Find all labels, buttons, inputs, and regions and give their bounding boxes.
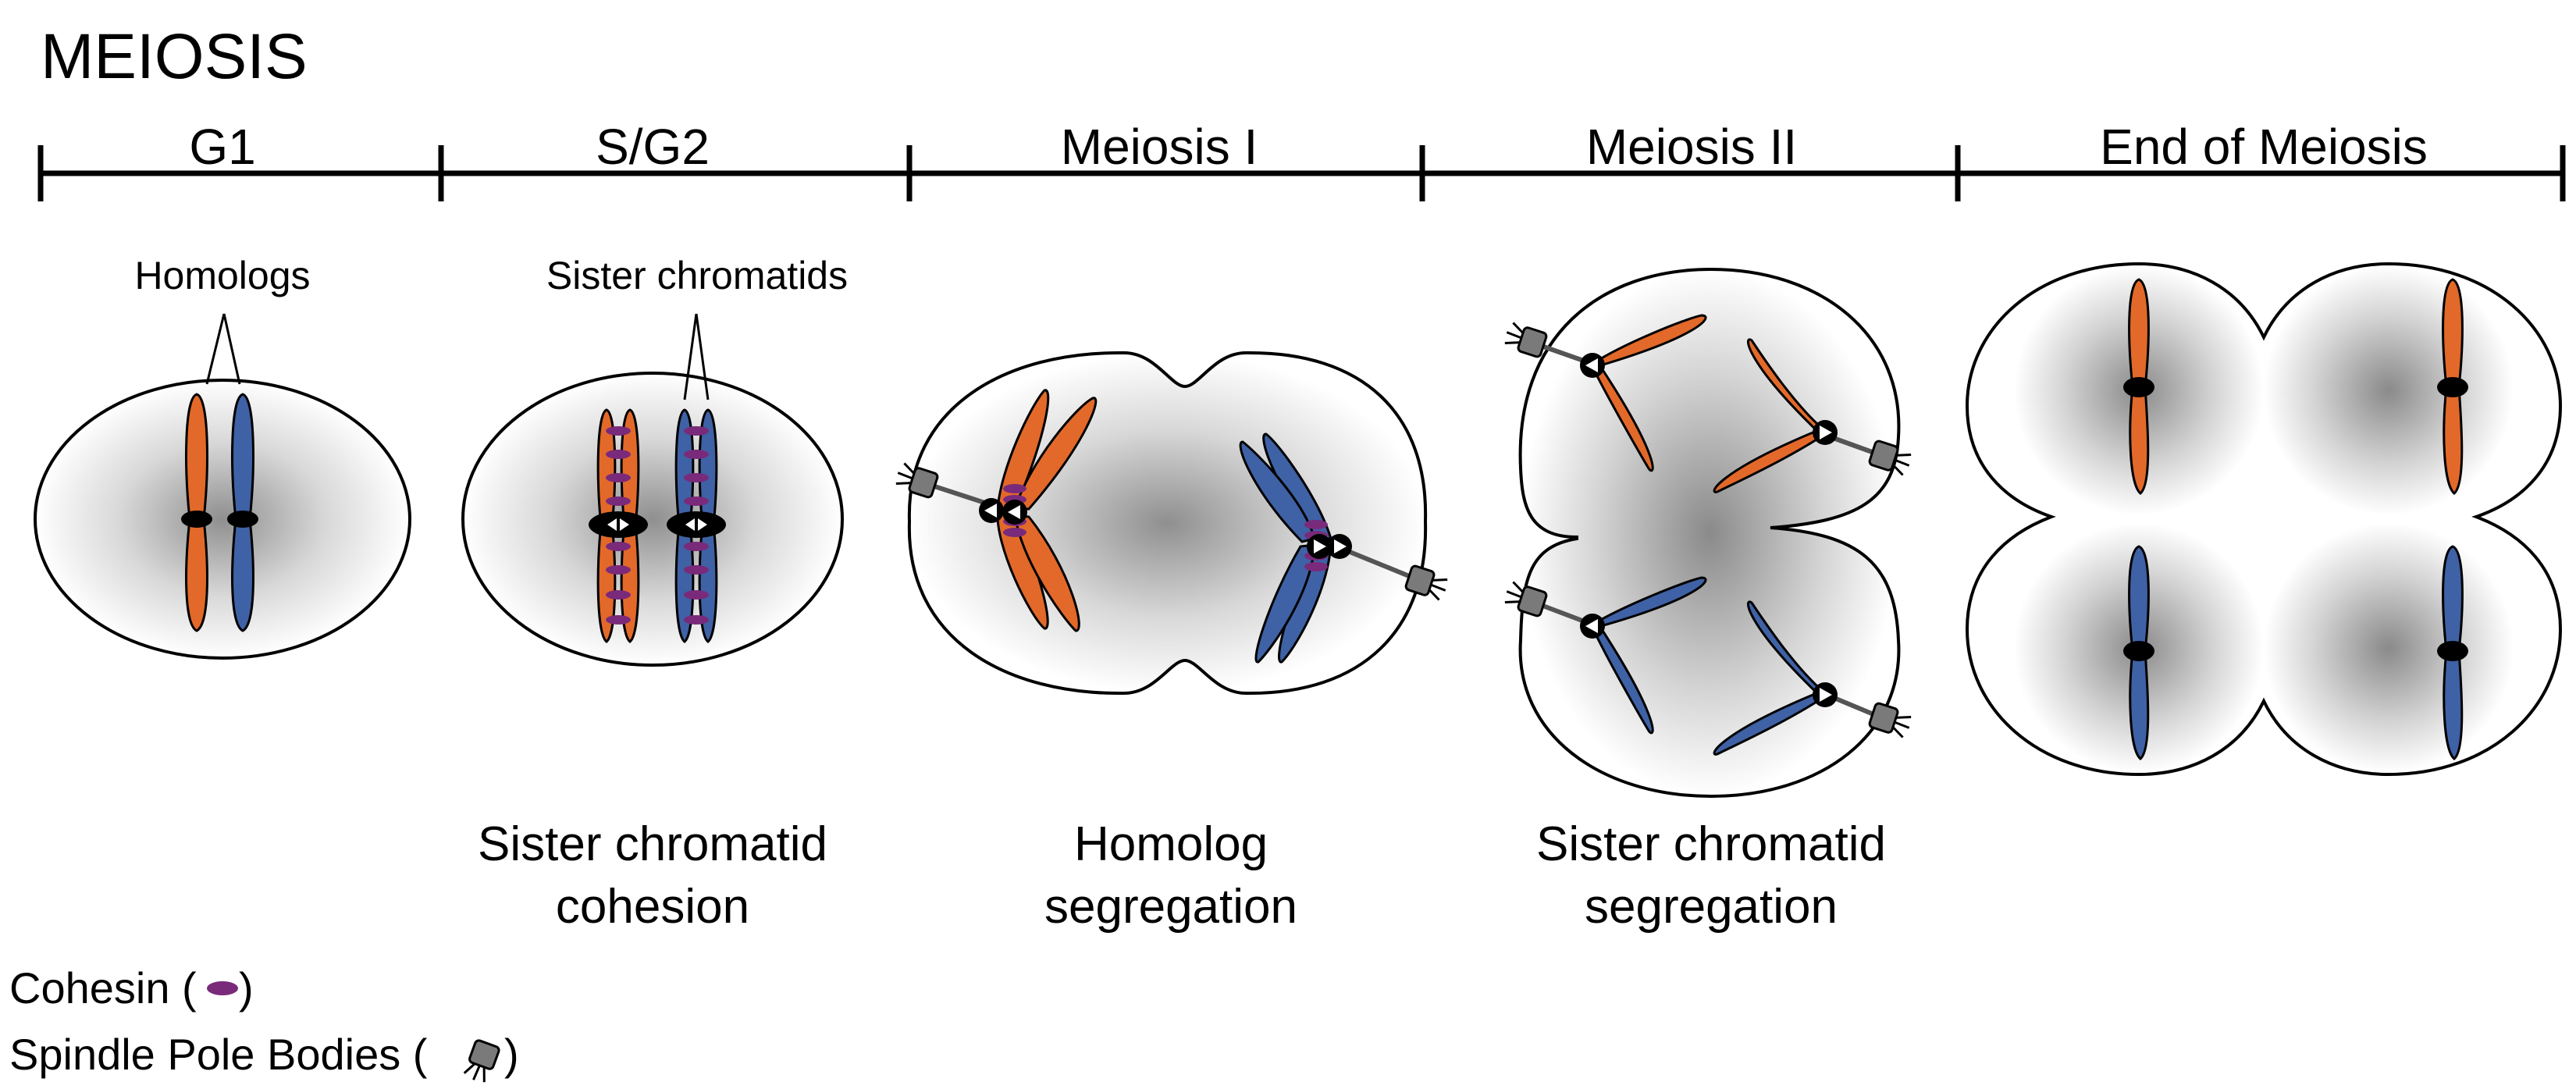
caption-meiosis1-line1: Homolog xyxy=(1074,817,1268,871)
caption-sg2-line2: cohesion xyxy=(556,880,749,934)
meiosis-1-cell xyxy=(892,351,1451,696)
sg2-cell xyxy=(461,372,844,667)
cohesin-marks xyxy=(606,426,709,625)
stage-label-end-of-meiosis: End of Meiosis xyxy=(2100,119,2428,175)
kinetochores xyxy=(589,511,726,538)
timeline xyxy=(37,145,2566,201)
legend-spb-label: Spindle Pole Bodies ( xyxy=(9,1030,428,1079)
g1-cell xyxy=(34,379,411,660)
homologs-label: Homologs xyxy=(134,254,310,297)
sister-chromatids-label: Sister chromatids xyxy=(546,254,848,297)
diagram-title: MEIOSIS xyxy=(41,21,308,92)
stage-label-meiosis-1: Meiosis I xyxy=(1061,119,1258,175)
end-of-meiosis-cell xyxy=(1965,262,2563,777)
sister-chromatids-callout-lines xyxy=(683,313,710,400)
caption-meiosis1-line2: segregation xyxy=(1044,880,1297,934)
cohesin-legend-icon xyxy=(207,981,238,995)
legend-cohesin-label: Cohesin ( xyxy=(9,963,197,1012)
caption-meiosis2-line2: segregation xyxy=(1585,880,1838,934)
stage-label-sg2: S/G2 xyxy=(596,119,710,175)
stage-label-meiosis-2: Meiosis II xyxy=(1586,119,1797,175)
homologs-callout-lines xyxy=(205,313,241,385)
legend-cohesin-close: ) xyxy=(239,963,254,1012)
caption-meiosis2-line1: Sister chromatid xyxy=(1536,817,1886,871)
legend: Cohesin ( ) Spindle Pole Bodies ( ) xyxy=(9,963,519,1086)
meiosis-2-cell xyxy=(1501,267,1915,799)
stage-label-g1: G1 xyxy=(189,119,255,175)
spindle-pole-body-legend-icon xyxy=(461,1037,502,1086)
legend-spb-close: ) xyxy=(504,1030,519,1079)
caption-sg2-line1: Sister chromatid xyxy=(478,817,827,871)
